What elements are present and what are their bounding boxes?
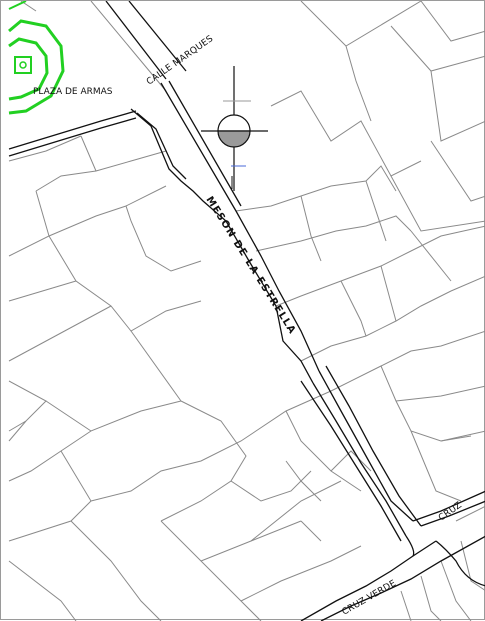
plaza-label: PLAZA DE ARMAS (33, 87, 113, 97)
parcel-lines (8, 1, 485, 621)
street-lines (8, 1, 485, 621)
meson-estrella-label: MESON DE LA ESTRELLA (203, 195, 297, 337)
calle-marques-label: CALLE MARQUES (145, 34, 215, 87)
plaza-de-armas-garden (8, 1, 65, 115)
north-arrow-icon (201, 66, 268, 191)
